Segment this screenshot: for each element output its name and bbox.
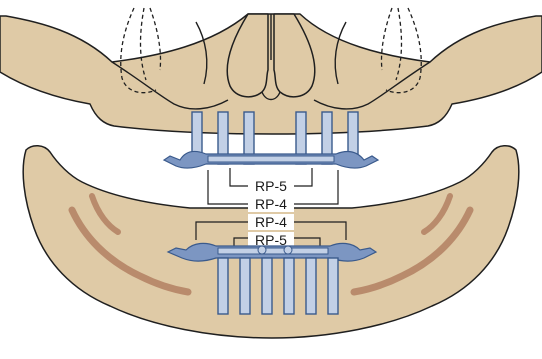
lower-implant-3 [262, 258, 272, 314]
label-lower-rp5: RP-5 [255, 232, 287, 248]
lower-implant-6 [328, 258, 338, 314]
label-lower-rp4: RP-4 [255, 214, 287, 230]
lower-implant-4 [284, 258, 294, 314]
upper-bar [164, 152, 378, 169]
lower-implant-2 [240, 258, 250, 314]
lower-implant-5 [306, 258, 316, 314]
label-upper-rp4: RP-4 [255, 196, 287, 212]
label-upper-rp5: RP-5 [255, 178, 287, 194]
lower-implant-1 [218, 258, 228, 314]
